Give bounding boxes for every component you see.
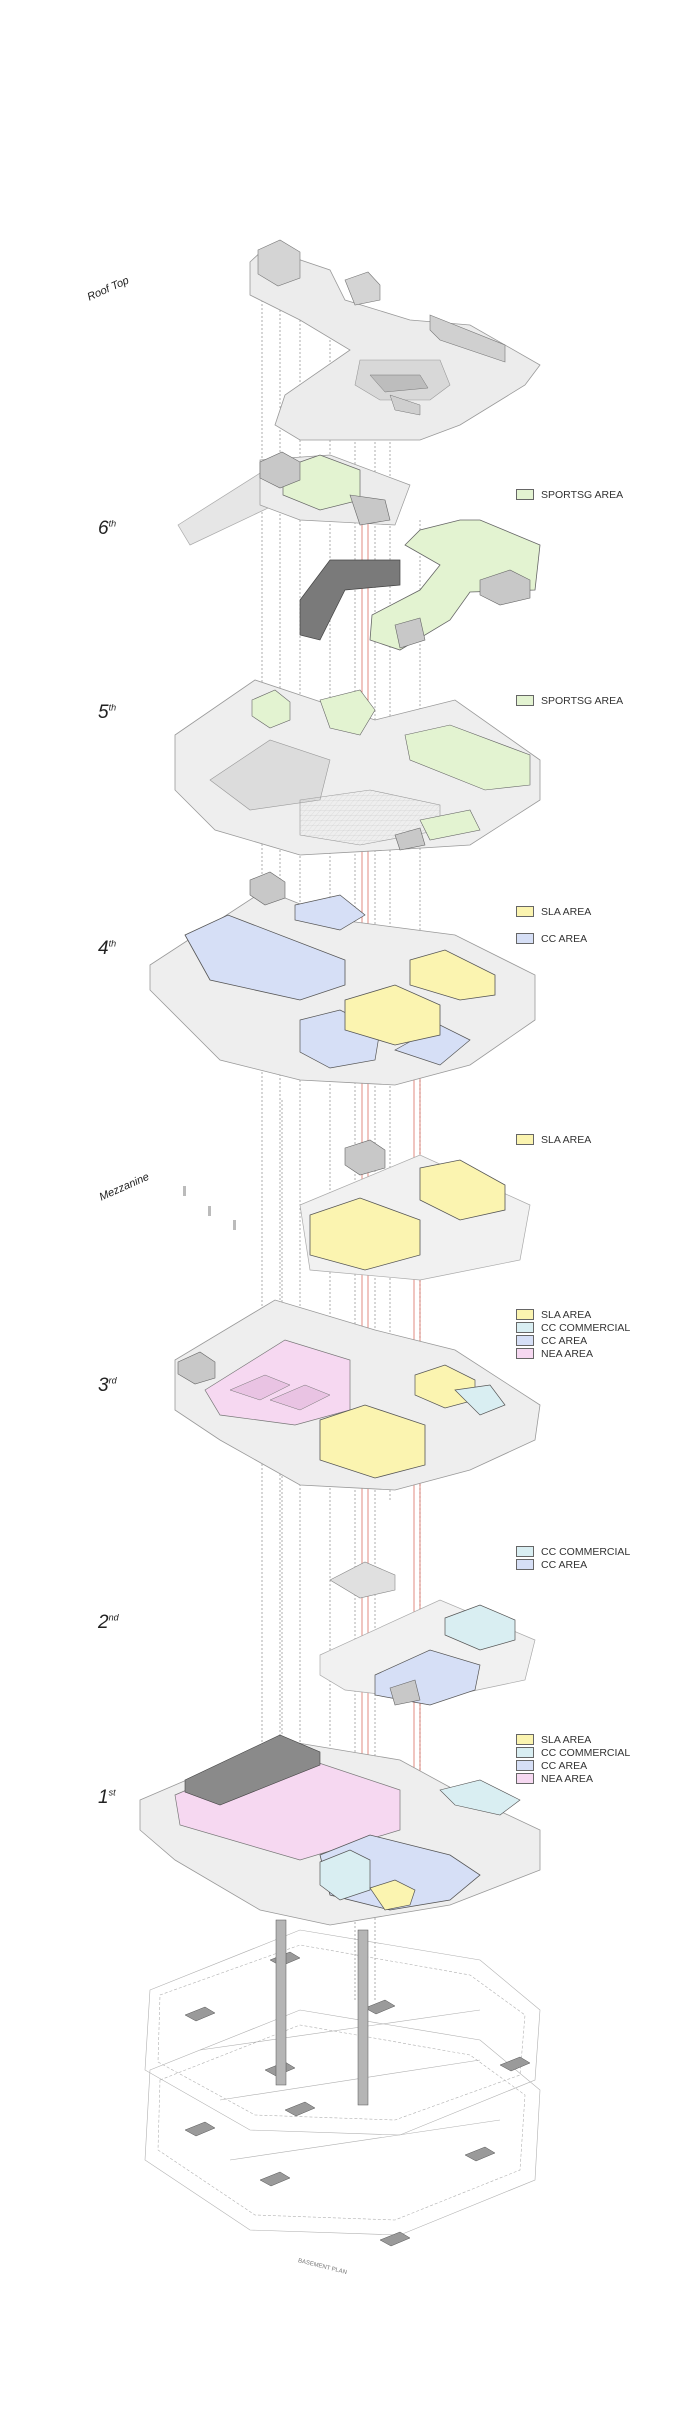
legend-3rd: SLA AREA CC COMMERCIAL CC AREA NEA AREA: [516, 1308, 630, 1360]
legend-label: CC AREA: [541, 1334, 588, 1347]
basement-plan: [144, 1929, 541, 2236]
legend-swatch: [516, 695, 534, 706]
legend-item: CC COMMERCIAL: [516, 1321, 630, 1334]
legend-item: SPORTSG AREA: [516, 694, 623, 707]
floor-5-slab: [174, 679, 541, 856]
legend-swatch: [516, 1559, 534, 1570]
legend-label: NEA AREA: [541, 1772, 593, 1785]
legend-item: SLA AREA: [516, 905, 591, 918]
legend-item: SLA AREA: [516, 1133, 591, 1146]
floor-label-6th: 6th: [98, 518, 117, 539]
legend-item: SPORTSG AREA: [516, 488, 623, 501]
legend-item: CC COMMERCIAL: [516, 1545, 630, 1558]
legend-item: NEA AREA: [516, 1347, 630, 1360]
legend-item: CC AREA: [516, 1334, 630, 1347]
legend-swatch: [516, 1322, 534, 1333]
legend-4th: SLA AREA CC AREA: [516, 905, 591, 945]
legend-label: SPORTSG AREA: [541, 694, 624, 707]
legend-swatch: [516, 1348, 534, 1359]
legend-label: CC COMMERCIAL: [541, 1545, 631, 1558]
floor-3-slab: [174, 1299, 541, 1491]
legend-swatch: [516, 1309, 534, 1320]
legend-item: NEA AREA: [516, 1772, 630, 1785]
legend-label: NEA AREA: [541, 1347, 593, 1360]
legend-item: CC COMMERCIAL: [516, 1746, 630, 1759]
floor-label-3rd: 3rd: [98, 1375, 117, 1396]
legend-label: CC AREA: [541, 932, 588, 945]
legend-mezzanine: SLA AREA: [516, 1133, 591, 1146]
legend-label: CC AREA: [541, 1759, 588, 1772]
legend-swatch: [516, 933, 534, 944]
floor-mezzanine-slab: [183, 1139, 531, 1281]
floor-6-slab: [177, 451, 541, 651]
legend-swatch: [516, 489, 534, 500]
basement-core-shafts: [275, 1919, 369, 2106]
legend-label: SPORTSG AREA: [541, 488, 624, 501]
legend-1st: SLA AREA CC COMMERCIAL CC AREA NEA AREA: [516, 1733, 630, 1785]
legend-swatch: [516, 1747, 534, 1758]
floor-4-slab: [149, 871, 536, 1086]
legend-label: CC COMMERCIAL: [541, 1746, 631, 1759]
legend-label: SLA AREA: [541, 1308, 592, 1321]
legend-swatch: [516, 1335, 534, 1346]
legend-2nd: CC COMMERCIAL CC AREA: [516, 1545, 630, 1571]
roof-slab: [249, 239, 541, 441]
legend-swatch: [516, 906, 534, 917]
legend-label: SLA AREA: [541, 1133, 592, 1146]
legend-swatch: [516, 1734, 534, 1745]
legend-swatch: [516, 1773, 534, 1784]
legend-5th: SPORTSG AREA: [516, 694, 623, 707]
legend-item: CC AREA: [516, 932, 591, 945]
legend-label: SLA AREA: [541, 905, 592, 918]
legend-label: CC COMMERCIAL: [541, 1321, 631, 1334]
legend-swatch: [516, 1760, 534, 1771]
legend-swatch: [516, 1546, 534, 1557]
floor-label-5th: 5th: [98, 702, 117, 723]
legend-item: CC AREA: [516, 1558, 630, 1571]
legend-item: SLA AREA: [516, 1308, 630, 1321]
legend-item: CC AREA: [516, 1759, 630, 1772]
legend-label: SLA AREA: [541, 1733, 592, 1746]
legend-swatch: [516, 1134, 534, 1145]
legend-6th: SPORTSG AREA: [516, 488, 623, 501]
legend-item: SLA AREA: [516, 1733, 630, 1746]
floor-label-1st: 1st: [98, 1787, 116, 1808]
basement-cores: [184, 1951, 531, 2247]
floor-label-4th: 4th: [98, 938, 117, 959]
floor-label-2nd: 2nd: [98, 1612, 119, 1633]
legend-label: CC AREA: [541, 1558, 588, 1571]
floor-2-slab: [319, 1561, 536, 1706]
floor-1-slab: [139, 1734, 541, 1926]
